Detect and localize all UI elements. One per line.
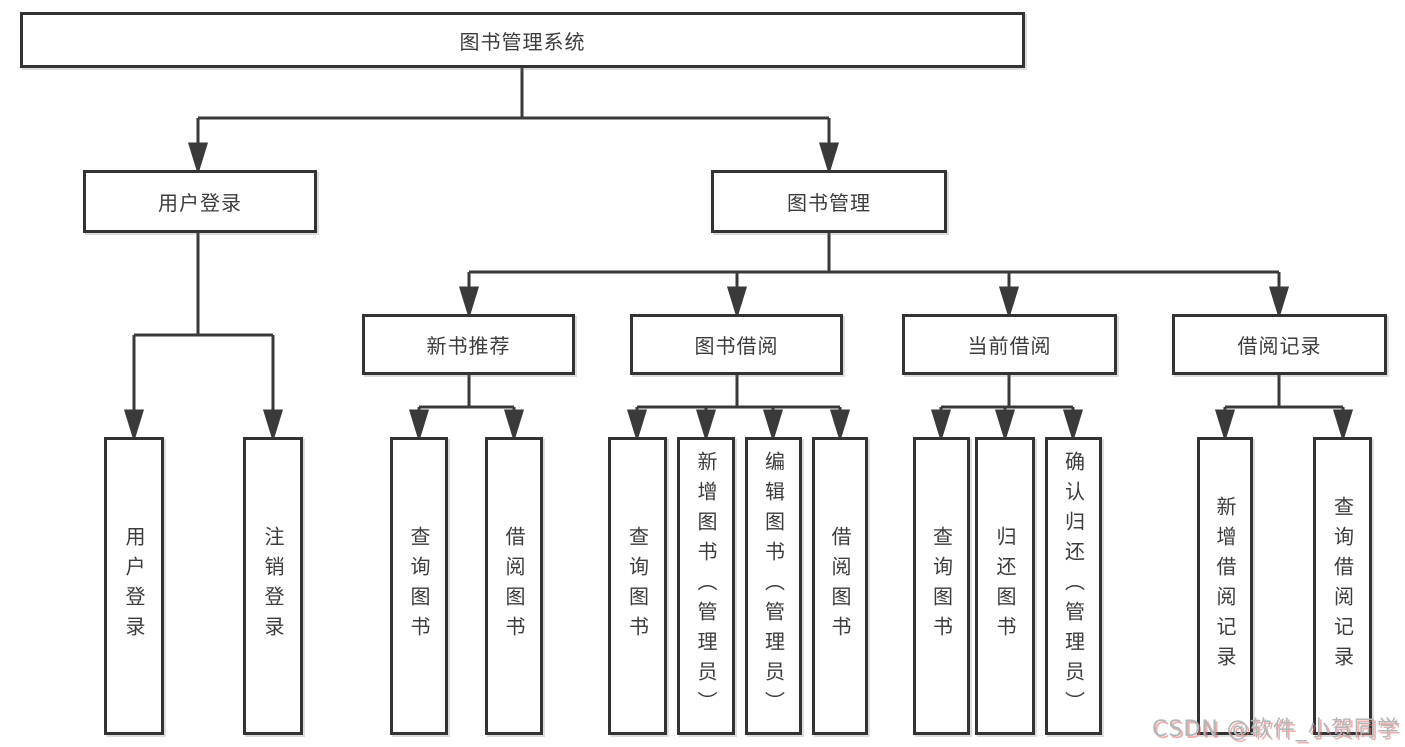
- leaf-logout-label: 注销登录: [261, 526, 285, 646]
- leaf-borrow-books-recommend-label: 借阅图书: [502, 526, 526, 646]
- leaf-query-books-borrow-label: 查询图书: [625, 526, 650, 646]
- node-new-book-recommend: 新书推荐: [362, 314, 575, 375]
- watermark: CSDN @软件_小贺同学: [1152, 717, 1400, 742]
- leaf-query-books-recommend-label: 查询图书: [407, 526, 431, 646]
- arrowhead-leaf-nb-borrow: [503, 409, 525, 443]
- leaf-return-book: 归还图书: [975, 437, 1035, 735]
- arrowhead-leaf-logout: [262, 409, 284, 443]
- leaf-query-borrow-record: 查询借阅记录: [1313, 437, 1372, 735]
- arrowhead-new-books: [458, 286, 480, 320]
- arrowhead-leaf-br-query: [1332, 409, 1354, 443]
- arrowhead-leaf-bb-edit: [762, 409, 784, 443]
- leaf-query-borrow-record-label: 查询借阅记录: [1330, 496, 1355, 676]
- arrowhead-leaf-bb-add: [695, 409, 717, 443]
- node-book-borrow: 图书借阅: [630, 314, 843, 375]
- arrowhead-borrow-records: [1268, 286, 1290, 320]
- arrowhead-current-borrow: [998, 286, 1020, 320]
- leaf-edit-book-admin-label: 编辑图书（管理员）: [761, 451, 786, 721]
- node-borrow-records: 借阅记录: [1172, 314, 1387, 375]
- leaf-add-book-admin-label: 新增图书（管理员）: [694, 451, 718, 721]
- arrowhead-leaf-cb-confirm: [1062, 409, 1084, 443]
- arrowhead-leaf-bb-query: [626, 409, 648, 443]
- node-current-borrow-label: 当前借阅: [967, 334, 1052, 358]
- node-book-borrow-label: 图书借阅: [694, 334, 779, 358]
- arrowhead-book-mgmt: [818, 142, 840, 176]
- arrowhead-leaf-cb-query: [930, 409, 952, 443]
- node-user-login-label: 用户登录: [158, 191, 242, 215]
- arrowhead-leaf-bb-borrow: [829, 409, 851, 443]
- arrowhead-leaf-cb-return: [994, 409, 1016, 443]
- leaf-user-login: 用户登录: [104, 437, 164, 735]
- leaf-add-borrow-record: 新增借阅记录: [1197, 437, 1253, 735]
- leaf-query-books-borrow: 查询图书: [608, 437, 667, 735]
- node-root-label: 图书管理系统: [459, 29, 586, 54]
- node-root: 图书管理系统: [20, 12, 1025, 68]
- node-new-book-recommend-label: 新书推荐: [426, 334, 511, 358]
- node-borrow-records-label: 借阅记录: [1237, 334, 1322, 358]
- node-user-login: 用户登录: [83, 170, 317, 233]
- leaf-add-borrow-record-label: 新增借阅记录: [1213, 496, 1237, 676]
- leaf-query-books-current-label: 查询图书: [929, 526, 954, 646]
- leaf-return-book-label: 归还图书: [993, 526, 1017, 646]
- arrowhead-leaf-nb-query: [408, 409, 430, 443]
- node-book-management: 图书管理: [711, 170, 947, 233]
- leaf-borrow-books-borrow-label: 借阅图书: [828, 526, 852, 646]
- leaf-logout: 注销登录: [243, 437, 303, 735]
- leaf-confirm-return-admin: 确认归还（管理员）: [1045, 437, 1102, 735]
- leaf-query-books-recommend: 查询图书: [390, 437, 448, 735]
- leaf-edit-book-admin: 编辑图书（管理员）: [745, 437, 802, 735]
- leaf-user-login-label: 用户登录: [122, 526, 146, 646]
- leaf-confirm-return-admin-label: 确认归还（管理员）: [1061, 451, 1086, 721]
- leaf-borrow-books-recommend: 借阅图书: [485, 437, 543, 735]
- leaf-borrow-books-borrow: 借阅图书: [812, 437, 868, 735]
- leaf-query-books-current: 查询图书: [913, 437, 970, 735]
- node-current-borrow: 当前借阅: [902, 314, 1117, 375]
- arrowhead-leaf-user-login: [123, 409, 145, 443]
- arrowhead-book-borrow: [726, 286, 748, 320]
- arrowhead-user-login: [187, 142, 209, 176]
- arrowhead-leaf-br-add: [1214, 409, 1236, 443]
- node-book-management-label: 图书管理: [787, 191, 871, 215]
- leaf-add-book-admin: 新增图书（管理员）: [677, 437, 735, 735]
